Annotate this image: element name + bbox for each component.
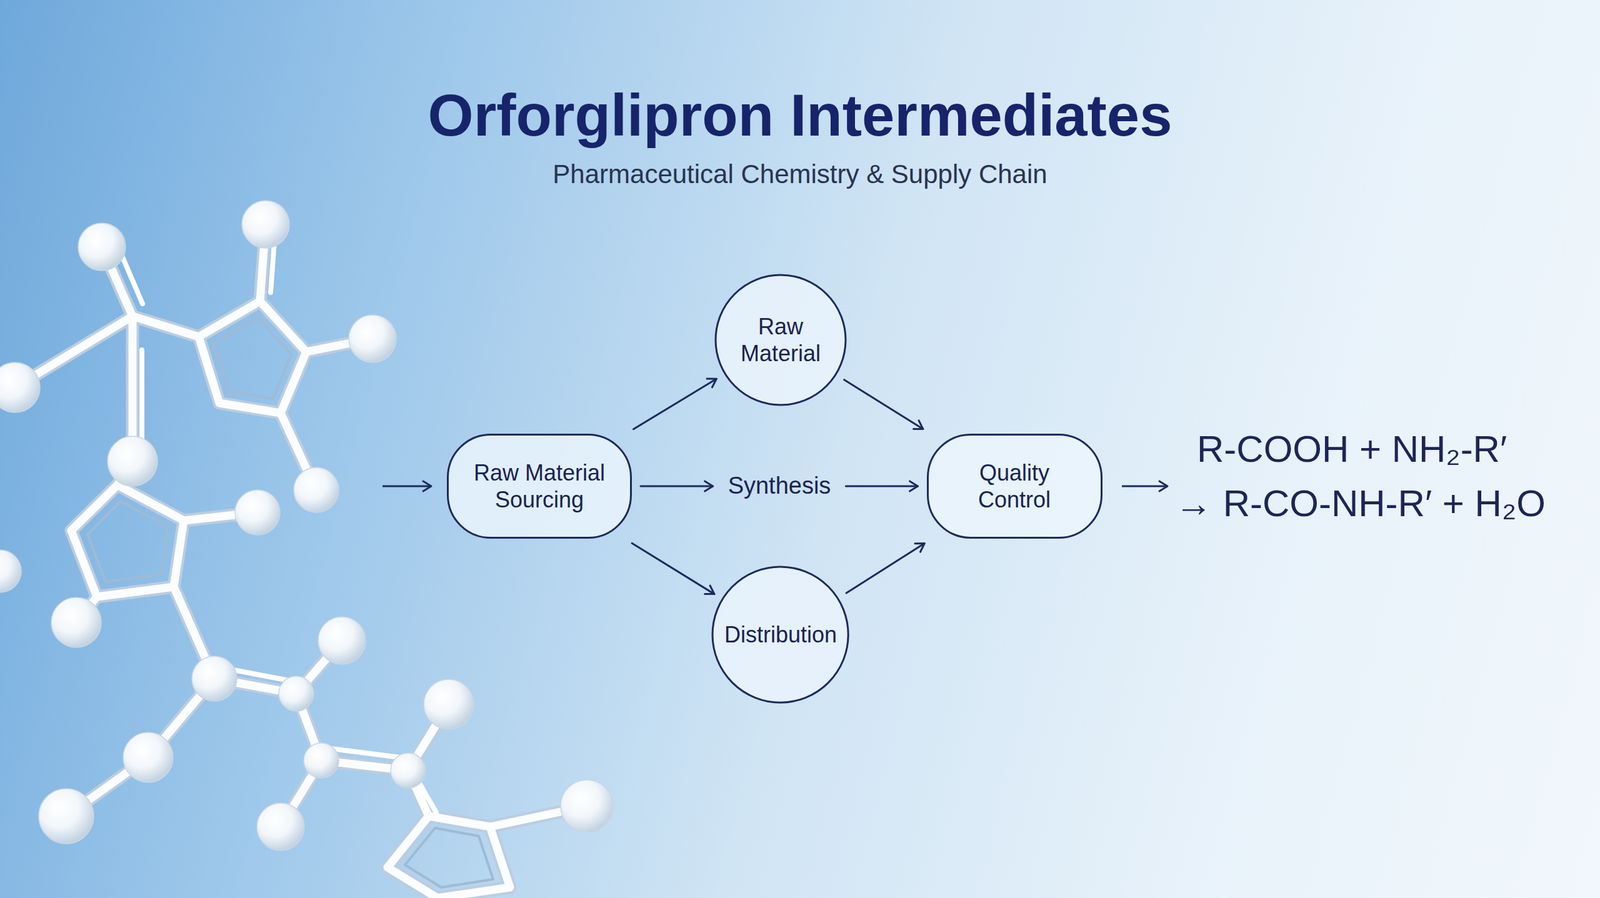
circle-shape (712, 566, 849, 703)
atom-sphere (235, 490, 280, 535)
atom-sphere (38, 788, 94, 844)
flow-arrow (846, 543, 925, 594)
flow-arrow (844, 380, 924, 430)
flow-out-arrow (1121, 485, 1168, 488)
flow-arrow (845, 485, 918, 488)
circle-outline (714, 273, 847, 407)
flow-arrow (633, 378, 717, 430)
atom-sphere (390, 753, 426, 789)
circle-shape (715, 275, 846, 405)
flow-in-arrow (382, 485, 432, 488)
atom-sphere (78, 223, 126, 271)
atom-sphere (0, 362, 40, 413)
atom-sphere (278, 676, 314, 712)
flow-arrow (631, 543, 715, 594)
process-step: Synthesis (721, 466, 838, 506)
atom-sphere (256, 803, 305, 851)
node-label: Raw Material (733, 313, 828, 367)
atom-sphere (0, 550, 22, 593)
atom-sphere (191, 656, 237, 702)
process-circle: Raw Material (714, 273, 847, 407)
title: Orforglipron Intermediates (0, 81, 1600, 150)
process-box: Raw Material Sourcing (446, 433, 632, 539)
node-label: Quality Control (951, 459, 1077, 514)
atom-sphere (318, 616, 366, 665)
subtitle: Pharmaceutical Chemistry & Supply Chain (0, 158, 1600, 190)
atom-sphere (348, 315, 397, 363)
process-circle: Distribution (711, 565, 850, 704)
atom-sphere (107, 436, 158, 487)
process-box: Quality Control (926, 433, 1103, 539)
double-bond (116, 232, 437, 813)
atom-sphere (423, 679, 474, 730)
node-label: Raw Material Sourcing (464, 459, 615, 514)
equation-text: R-COOH + NH₂-R′ (1196, 427, 1507, 471)
bond-outline (15, 224, 587, 898)
atom-sphere (51, 597, 102, 648)
node-label: Distribution (724, 621, 837, 649)
equation-text: → R-CO-NH-R′ + H₂O (1175, 481, 1546, 525)
atom-sphere (303, 743, 339, 779)
flow-arrow (640, 485, 714, 488)
atom-sphere (293, 467, 339, 513)
atom-sphere (560, 780, 614, 833)
atom-sphere (241, 200, 290, 249)
node-label: Synthesis (728, 471, 832, 501)
bond-stick (15, 224, 587, 898)
atom-sphere (123, 732, 174, 783)
